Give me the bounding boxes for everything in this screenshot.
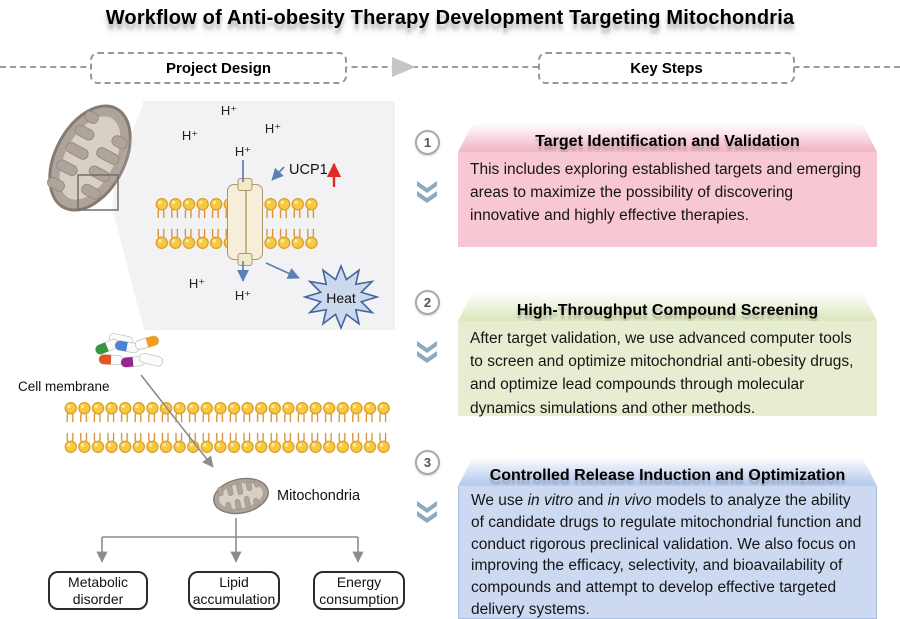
chevron-down-icon bbox=[417, 501, 437, 523]
step-1-body: This includes exploring established targ… bbox=[458, 152, 877, 247]
ucp1-channel bbox=[227, 178, 263, 266]
step-2-body: After target validation, we use advanced… bbox=[458, 321, 877, 417]
chevron-down-icon bbox=[417, 341, 437, 363]
lipid-bilayer-large bbox=[64, 402, 391, 453]
channel-seam bbox=[245, 187, 247, 257]
outcome-box-lipid-accumulation: Lipid accumulation bbox=[188, 571, 280, 610]
outcome-box-energy-consumption: Energy consumption bbox=[313, 571, 405, 610]
step-1-title: Target Identification and Validation bbox=[458, 123, 877, 152]
outcome-box-metabolic-disorder: Metabolic disorder bbox=[48, 571, 148, 610]
hplus-label: H⁺ bbox=[188, 276, 206, 291]
outcome-line: disorder bbox=[72, 590, 124, 607]
hplus-label: H⁺ bbox=[234, 288, 252, 303]
step-1-card: Target Identification and Validation Thi… bbox=[458, 123, 877, 247]
step-3-card: Controlled Release Induction and Optimiz… bbox=[458, 457, 877, 619]
step-2-card: High-Throughput Compound Screening After… bbox=[458, 292, 877, 417]
key-steps-label: Key Steps bbox=[630, 59, 703, 77]
channel-top-notch bbox=[237, 178, 253, 191]
step-3-body-text: and bbox=[573, 492, 608, 509]
step-3-body-text: models to analyze the ability of candida… bbox=[471, 492, 862, 618]
outcome-line: Energy bbox=[336, 574, 382, 590]
cell-membrane-label: Cell membrane bbox=[18, 379, 110, 394]
step-2-title: High-Throughput Compound Screening bbox=[458, 292, 877, 321]
drug-capsules-icon bbox=[95, 333, 164, 368]
page-title: Workflow of Anti-obesity Therapy Develop… bbox=[105, 7, 795, 29]
heat-label: Heat bbox=[326, 290, 356, 306]
channel-bottom-notch bbox=[237, 253, 253, 266]
workflow-dashed-line bbox=[0, 66, 900, 68]
step-3-body: We use in vitro and in vivo models to an… bbox=[458, 486, 877, 619]
in-vitro-italic: in vitro bbox=[527, 492, 574, 509]
mitochondrion-large-icon bbox=[47, 104, 132, 212]
outcome-line: Metabolic bbox=[68, 574, 128, 590]
chevron-down-icon bbox=[417, 181, 437, 203]
header-key-steps: Key Steps bbox=[538, 52, 795, 84]
step-number-3: 3 bbox=[415, 450, 440, 475]
right-arrow-icon bbox=[392, 57, 416, 77]
ucp1-label: UCP1 bbox=[289, 162, 328, 178]
step-number-1: 1 bbox=[415, 130, 440, 155]
step-3-title: Controlled Release Induction and Optimiz… bbox=[458, 457, 877, 486]
outcome-line: consumption bbox=[319, 590, 399, 607]
step-number-2: 2 bbox=[415, 290, 440, 315]
in-vivo-italic: in vivo bbox=[607, 492, 652, 509]
hplus-label: H⁺ bbox=[234, 144, 252, 159]
mitochondria-label: Mitochondria bbox=[277, 488, 361, 504]
outcome-line: Lipid bbox=[219, 574, 249, 590]
step-3-body-text: We use bbox=[471, 492, 528, 509]
hplus-label: H⁺ bbox=[181, 128, 199, 143]
outcome-line: accumulation bbox=[192, 590, 276, 607]
mitochondrion-small-icon bbox=[213, 477, 269, 515]
hplus-label: H⁺ bbox=[220, 103, 238, 118]
header-project-design: Project Design bbox=[90, 52, 347, 84]
project-design-label: Project Design bbox=[165, 59, 272, 77]
hplus-label: H⁺ bbox=[264, 121, 282, 136]
heat-burst-icon bbox=[302, 263, 380, 331]
